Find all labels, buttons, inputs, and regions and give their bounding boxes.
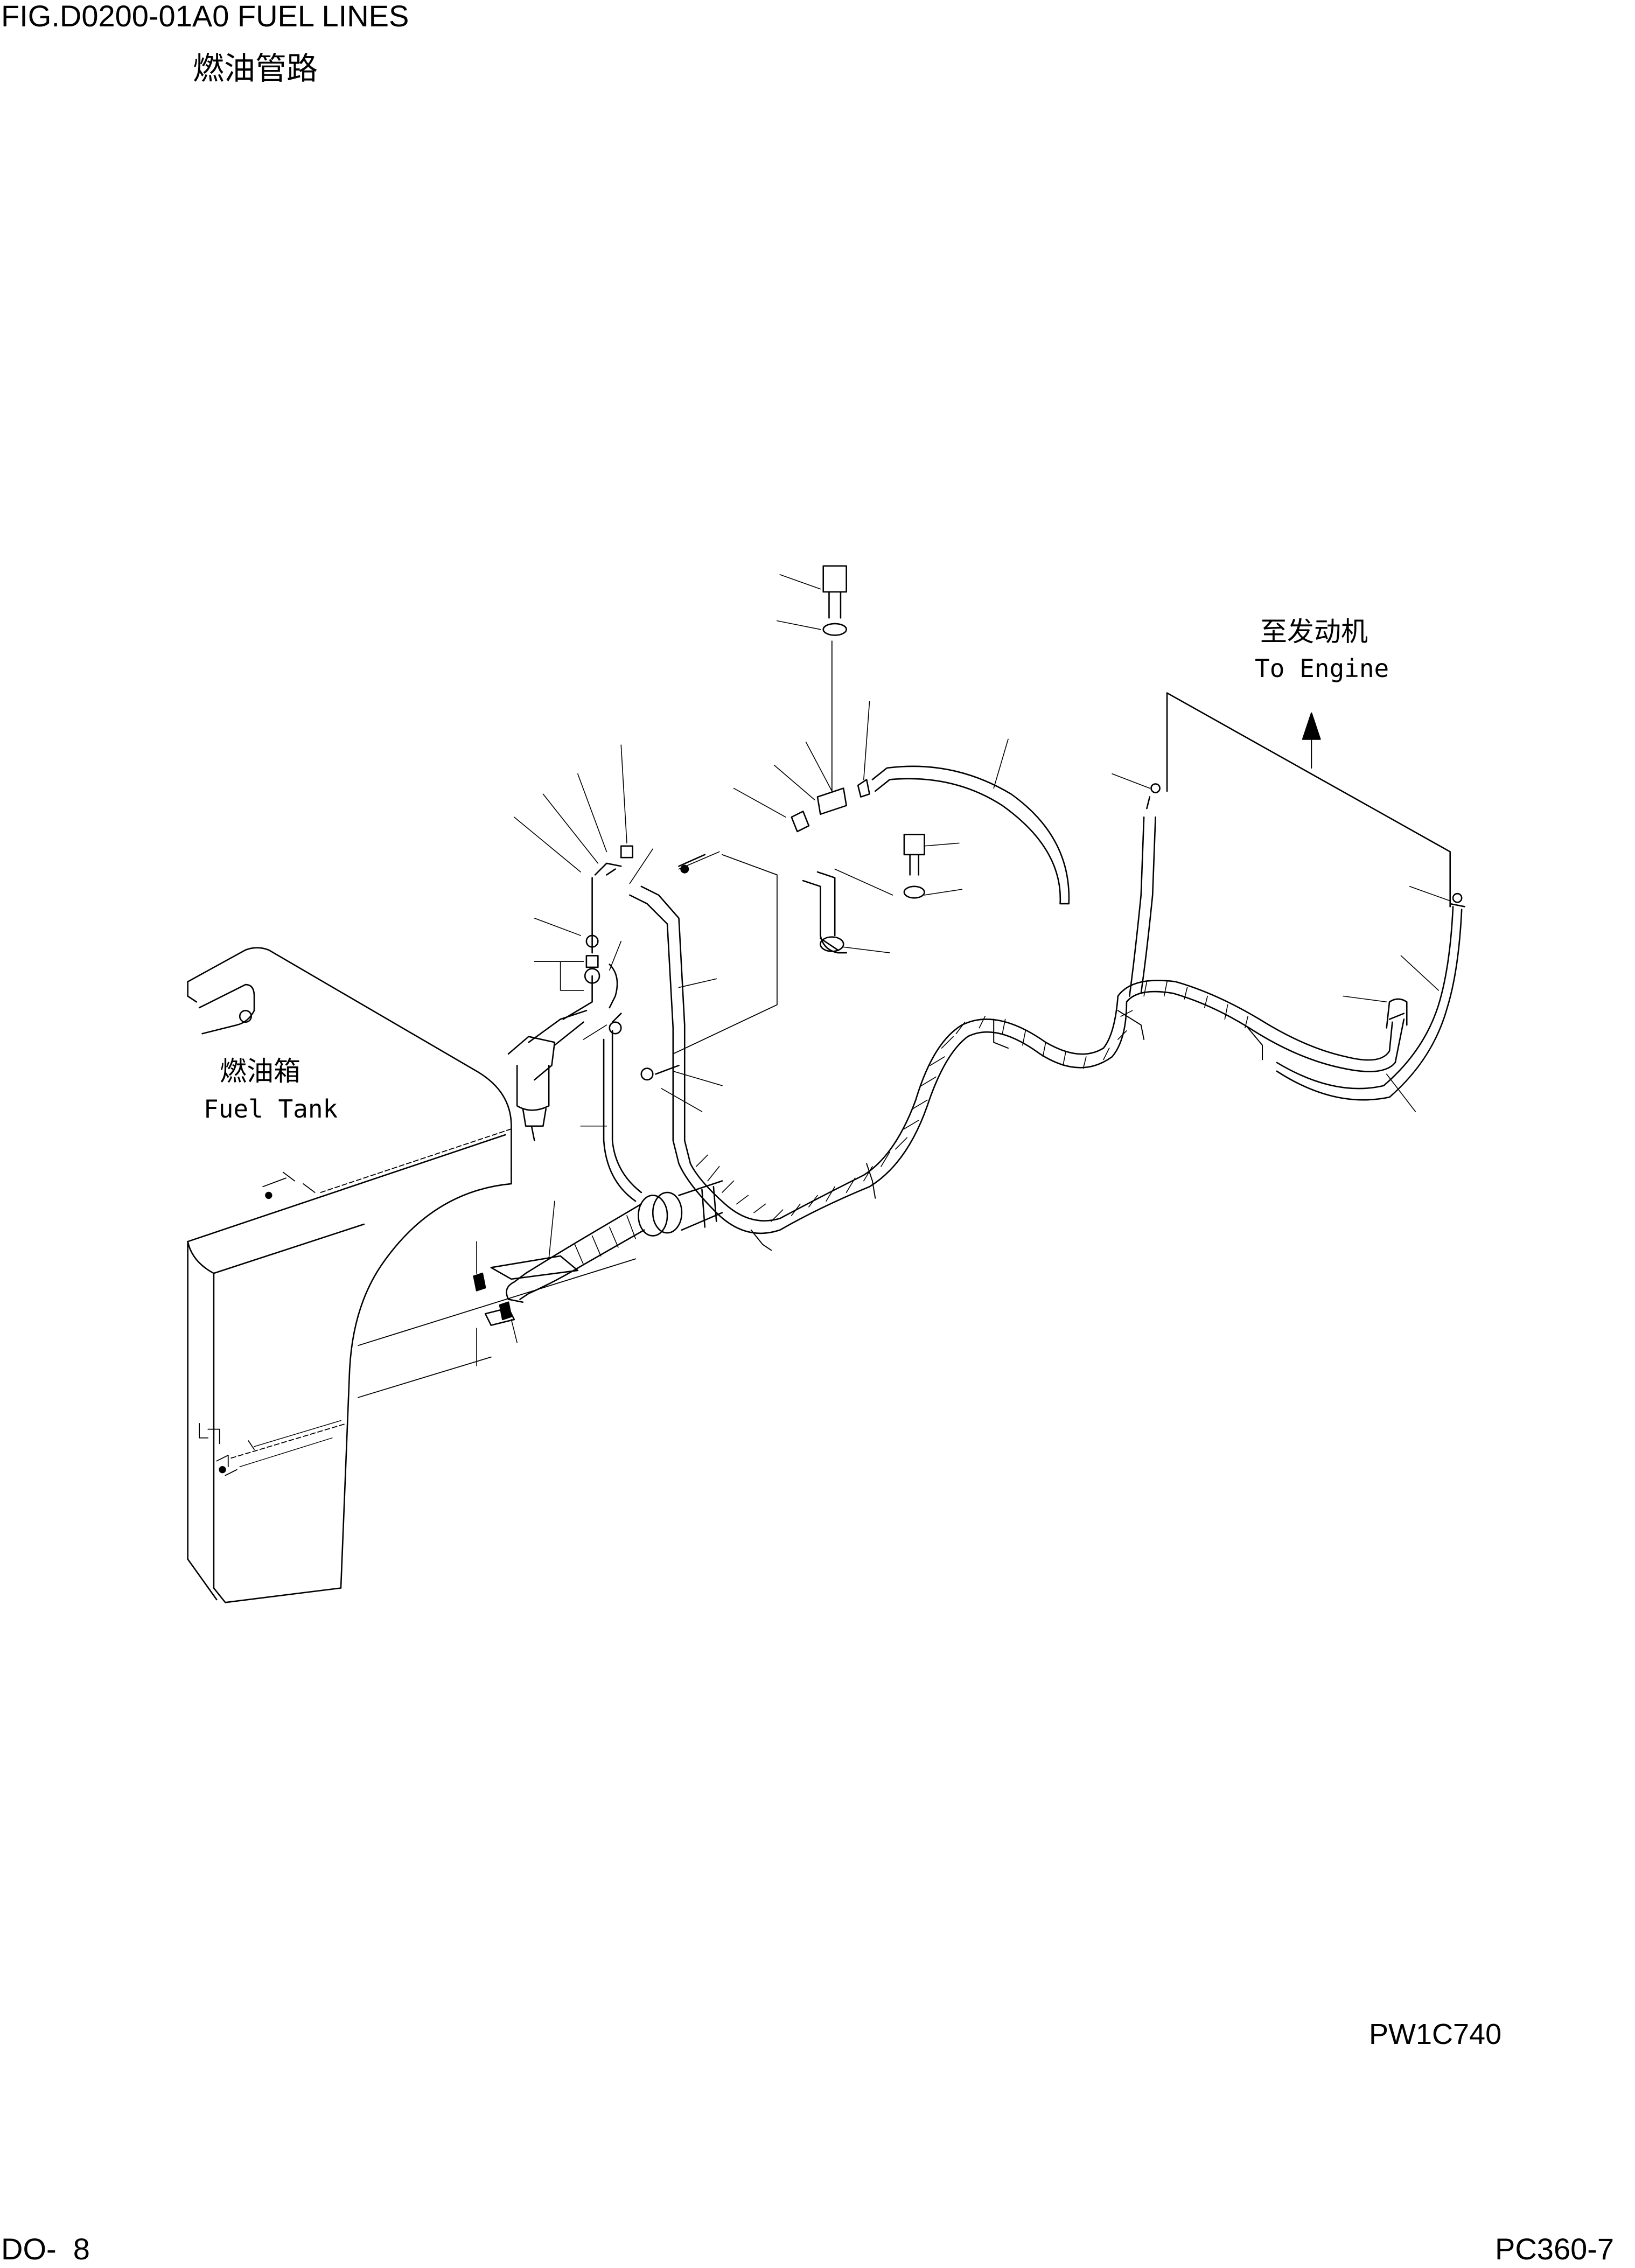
figure-title: FIG.D0200-01A0 FUEL LINES [1,0,409,33]
fittings-left [563,846,777,1201]
fuel-tank [188,948,635,1603]
engine-boundary [1167,693,1450,907]
model-number: PC360-7 [1495,2232,1615,2266]
fuel-tank-label-cn: 燃油箱 [220,1056,301,1087]
leader-lines [477,575,1450,1366]
page-reference: DO- 8 [1,2232,90,2266]
return-hose [1129,784,1464,1100]
lower-pipe [474,1181,722,1325]
drawing-code: PW1C740 [1369,2018,1502,2050]
top-hose [792,566,1069,953]
to-engine-label: To Engine [1255,654,1389,683]
water-separator [508,1010,586,1140]
fuel-tank-label: Fuel Tank [204,1094,338,1123]
main-hose-bundle [673,980,1404,1250]
figure-title-cn: 燃油管路 [193,50,318,87]
to-engine-label-cn: 至发动机 [1260,616,1368,647]
